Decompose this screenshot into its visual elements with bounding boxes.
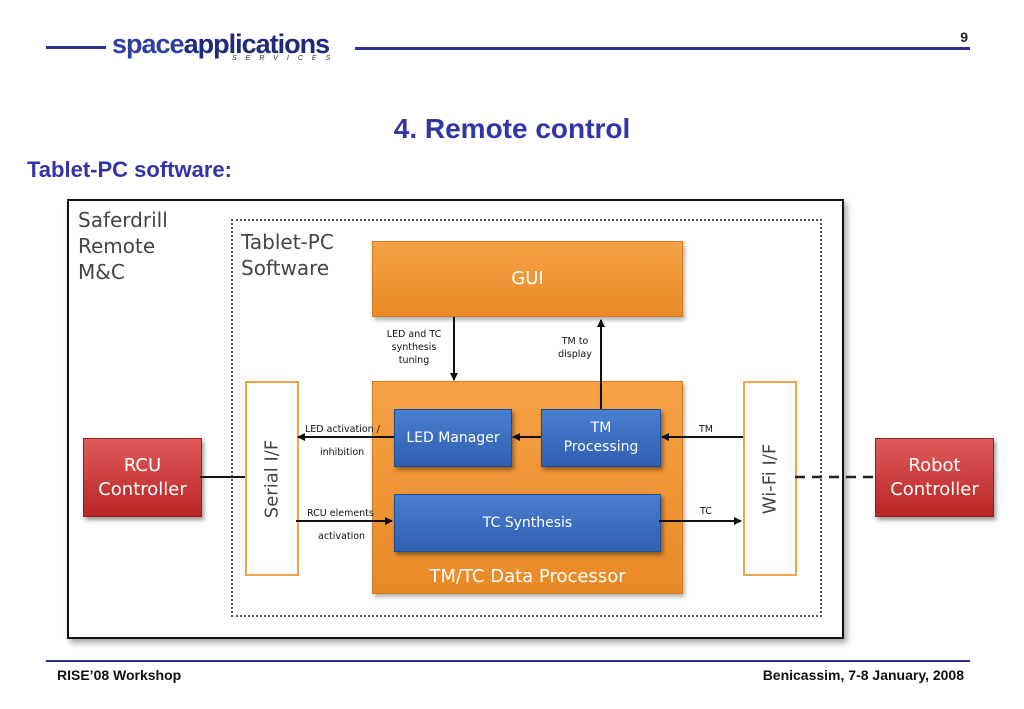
tc-synthesis-box: TC Synthesis	[394, 494, 661, 552]
label-tm-to-display: TM to display	[545, 335, 605, 361]
saferdrill-label: Saferdrill Remote M&C	[78, 207, 168, 285]
wifi-if-box: Wi-Fi I/F	[743, 381, 797, 576]
slide-title: 4. Remote control	[393, 113, 631, 144]
data-processor-label: TM/TC Data Processor	[429, 566, 626, 587]
logo-text-space: space	[112, 29, 185, 59]
header-rule-right	[355, 47, 970, 50]
footer-rule	[46, 660, 970, 662]
label-tc: TC	[700, 506, 712, 517]
robot-controller-box: Robot Controller	[875, 438, 994, 517]
label-led-activation: LED activation /	[305, 424, 380, 435]
tablet-pc-frame	[231, 219, 822, 617]
tablet-pc-label: Tablet-PC Software	[241, 229, 334, 281]
header-rule-left	[46, 46, 106, 49]
label-tm-to-display-text: TM to display	[558, 336, 592, 360]
label-activation: activation	[318, 531, 366, 542]
label-rcu-elements: RCU elements	[307, 508, 374, 519]
tablet-pc-label-text: Tablet-PC Software	[241, 230, 334, 280]
footer-event: RISE’08 Workshop	[57, 667, 182, 683]
rcu-controller-label: RCU Controller	[98, 454, 187, 500]
rcu-controller-box: RCU Controller	[83, 438, 202, 517]
saferdrill-label-text: Saferdrill Remote M&C	[78, 208, 168, 284]
tm-processing-label: TM Processing	[563, 420, 639, 455]
robot-controller-label: Robot Controller	[890, 454, 979, 500]
led-manager-label: LED Manager	[406, 429, 500, 446]
page-number: 9	[960, 29, 968, 45]
tm-processing-box: TM Processing	[541, 409, 661, 467]
logo-services-text: SERVICES	[232, 55, 340, 62]
label-led-tc-tuning: LED and TC synthesis tuning	[377, 328, 451, 367]
company-logo: spaceapplications SERVICES	[112, 29, 331, 62]
gui-label: GUI	[511, 268, 544, 289]
gui-box: GUI	[372, 241, 683, 317]
tc-synthesis-label: TC Synthesis	[482, 514, 573, 531]
label-led-tc-tuning-text: LED and TC synthesis tuning	[386, 329, 442, 366]
led-manager-box: LED Manager	[394, 409, 512, 467]
label-inhibition: inhibition	[320, 447, 365, 458]
slide-subtitle: Tablet-PC software:	[27, 157, 232, 182]
logo-text-applications: applications	[183, 29, 331, 59]
serial-if-box: Serial I/F	[245, 381, 299, 576]
label-tm: TM	[699, 424, 713, 435]
footer-date-location: Benicassim, 7-8 January, 2008	[762, 667, 964, 683]
